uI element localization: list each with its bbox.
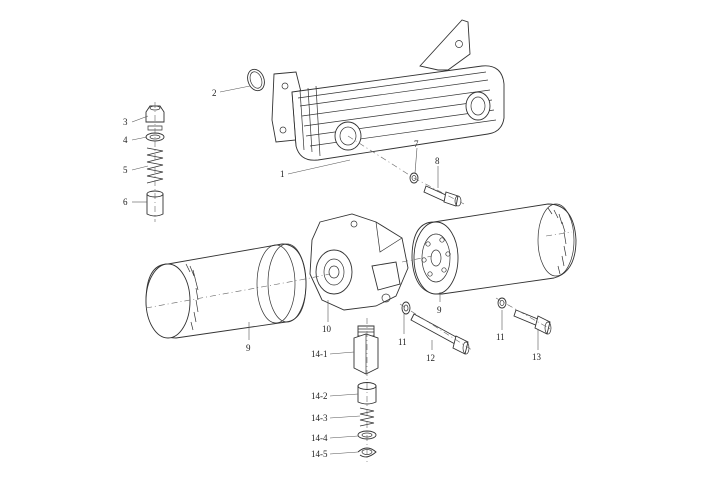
oil-cooler-part-1 xyxy=(271,19,505,161)
label-part-11-right: 11 xyxy=(496,332,505,342)
leader-lines xyxy=(131,85,539,455)
filter-cartridge-left-part-9 xyxy=(145,243,307,339)
plunger-part-14-2 xyxy=(357,382,377,405)
callout-labels: 1 2 3 4 5 6 7 8 9 9 10 11 11 12 13 14-1 … xyxy=(123,88,542,459)
label-part-9-left: 9 xyxy=(246,343,251,353)
bolt-part-8 xyxy=(423,185,462,207)
label-part-14-3: 14-3 xyxy=(311,413,328,423)
bolt-part-13 xyxy=(513,309,552,335)
label-part-14-4: 14-4 xyxy=(311,433,328,443)
label-part-9-right: 9 xyxy=(437,305,442,315)
plug-part-3 xyxy=(145,105,165,131)
label-part-7: 7 xyxy=(414,139,419,149)
label-part-2: 2 xyxy=(212,88,217,98)
long-bolt-part-12 xyxy=(410,313,470,355)
filter-cartridge-right-part-9 xyxy=(411,203,577,295)
label-part-1: 1 xyxy=(280,169,285,179)
label-part-8: 8 xyxy=(435,156,440,166)
o-ring-part-2 xyxy=(247,68,265,92)
fitting-part-14-1 xyxy=(353,325,379,375)
spring-part-14-3 xyxy=(359,407,375,427)
label-part-10: 10 xyxy=(322,324,332,334)
label-part-5: 5 xyxy=(123,165,128,175)
label-part-14-1: 14-1 xyxy=(311,349,328,359)
label-part-14-5: 14-5 xyxy=(311,449,328,459)
assembly-axis-lines xyxy=(145,102,573,462)
label-part-6: 6 xyxy=(123,197,128,207)
label-part-12: 12 xyxy=(426,353,435,363)
spring-part-5 xyxy=(146,147,164,184)
label-part-11-left: 11 xyxy=(398,337,407,347)
filter-head-part-10 xyxy=(309,213,409,311)
label-part-13: 13 xyxy=(532,352,542,362)
label-part-4: 4 xyxy=(123,135,128,145)
label-part-3: 3 xyxy=(123,117,128,127)
seal-ring-part-11-left xyxy=(401,301,411,315)
label-part-14-2: 14-2 xyxy=(311,391,328,401)
